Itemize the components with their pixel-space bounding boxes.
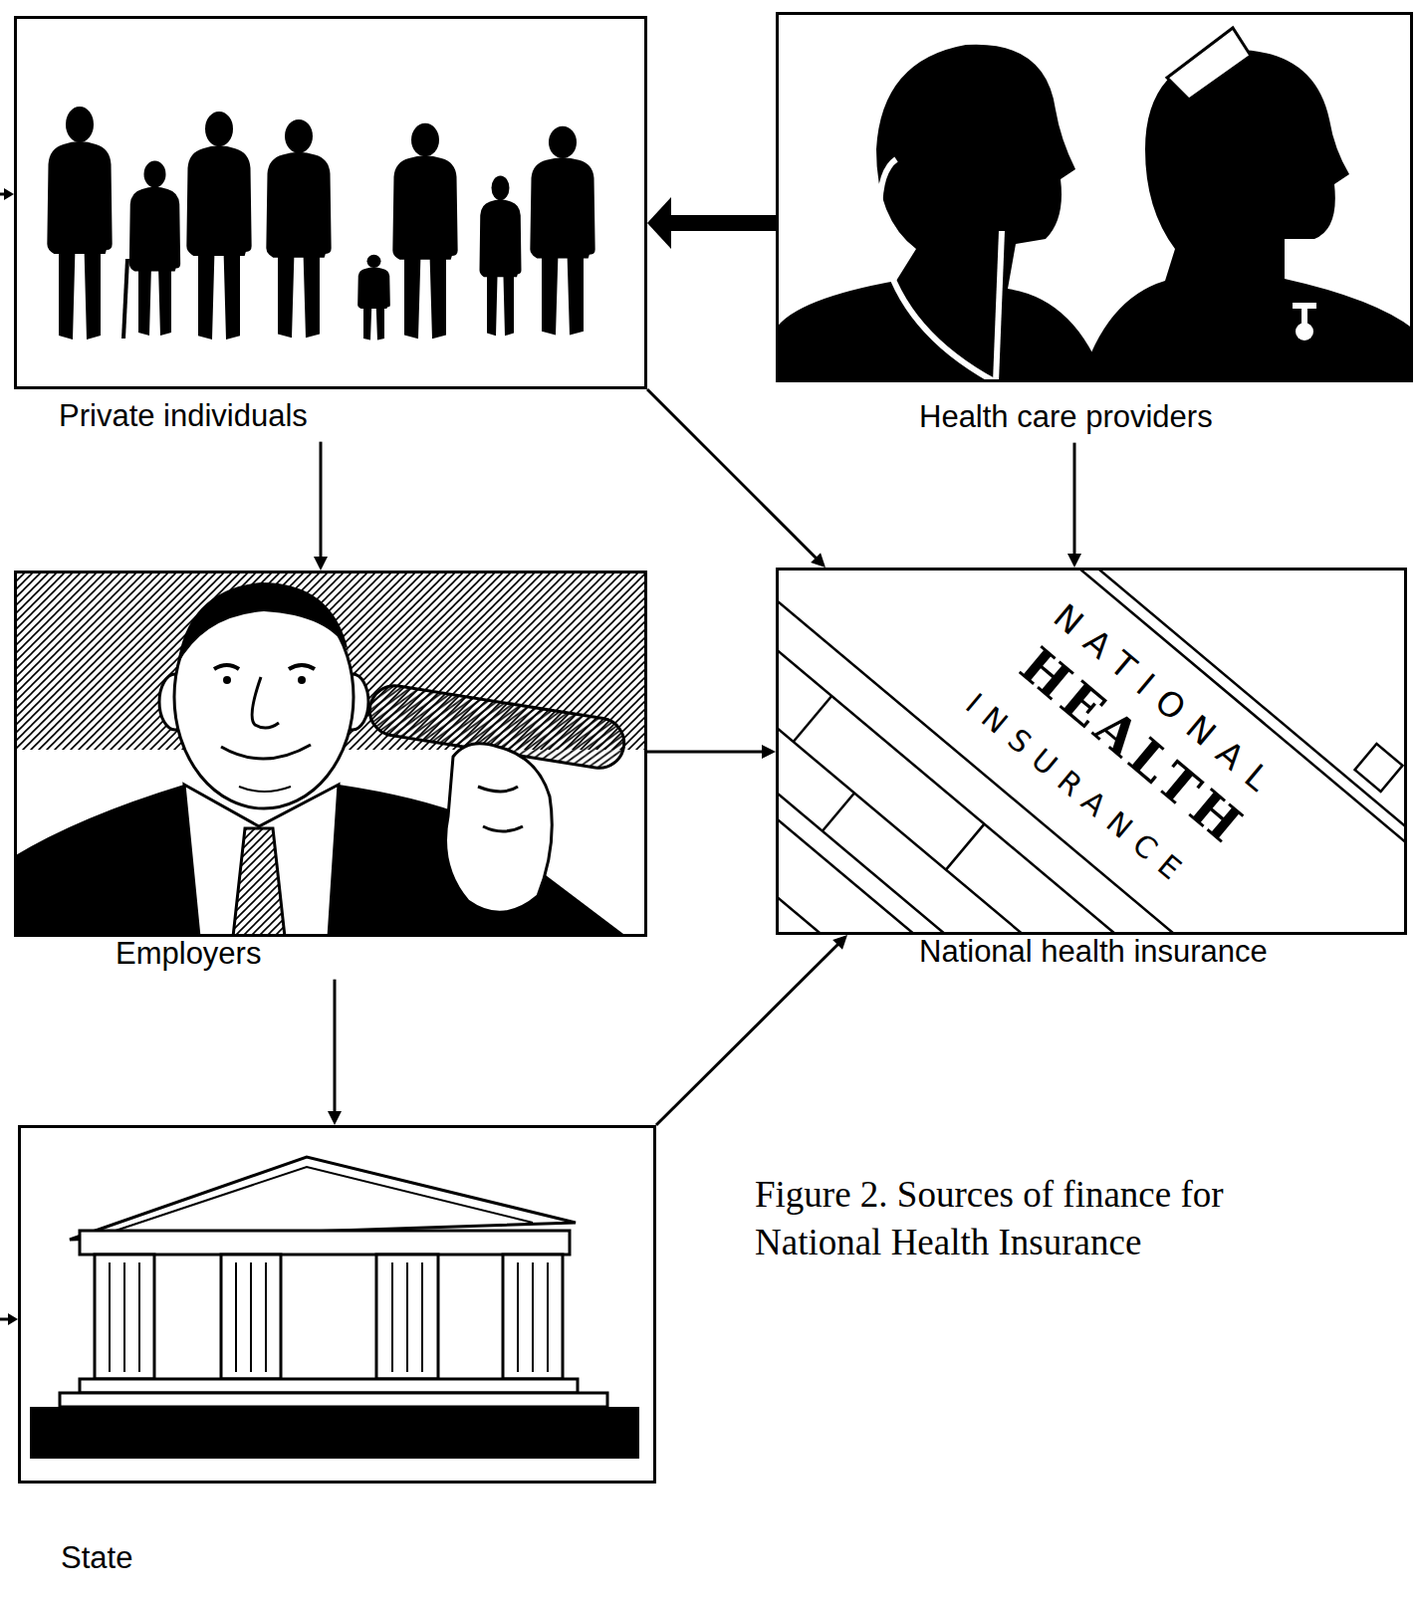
insurance-building-part — [778, 570, 1405, 933]
temple-drawing-part-part — [108, 1262, 111, 1373]
temple-drawing-part-part — [235, 1262, 237, 1373]
employer-drawing-part — [238, 786, 291, 792]
people-silhouettes-part — [186, 111, 251, 340]
temple-drawing-part — [69, 1157, 576, 1240]
flow-line — [669, 215, 776, 232]
temple-drawing-part — [59, 1393, 608, 1408]
employer-drawing-part — [233, 828, 285, 938]
people-silhouettes-part — [123, 258, 128, 339]
source-box: Private individuals — [13, 15, 648, 390]
arrow-head — [810, 552, 826, 568]
source-box: Employers — [13, 570, 648, 938]
temple-drawing-part — [79, 1230, 570, 1255]
insurance-building-part-part — [790, 570, 1405, 933]
employer-drawing-part — [221, 744, 311, 759]
employer-drawing — [13, 570, 648, 938]
people-silhouettes-part — [46, 106, 112, 340]
flow-line — [333, 979, 337, 1114]
people-silhouettes-part — [479, 175, 522, 336]
providers-silhouettes-part — [1167, 27, 1251, 100]
flow-line — [656, 943, 839, 1126]
employer-drawing-part — [251, 677, 279, 728]
employer-drawing-part — [477, 786, 523, 832]
node-label: National health insurance — [919, 934, 1268, 970]
temple-drawing-part — [109, 1167, 533, 1233]
employer-drawing-part — [177, 582, 349, 666]
temple-drawing-part-part — [421, 1262, 424, 1373]
flow-line — [319, 442, 323, 559]
node-label: State — [60, 1540, 133, 1577]
temple-drawing-part-part — [406, 1262, 409, 1373]
figure-caption: Figure 2. Sources of finance for Nationa… — [754, 1171, 1353, 1267]
flow-line — [647, 389, 818, 560]
insurance-building — [778, 570, 1405, 933]
edge-stub-part — [7, 1313, 18, 1326]
temple-drawing-part-part — [221, 1254, 281, 1380]
temple-drawing-part-part — [376, 1254, 439, 1380]
insurance-building-part-part — [778, 616, 1298, 933]
providers-silhouettes-part — [995, 231, 1002, 383]
people-silhouettes-part — [357, 254, 391, 341]
insurance-building-part-part — [793, 696, 833, 742]
providers-silhouettes-part — [879, 159, 996, 383]
temple-drawing-part — [79, 1379, 578, 1394]
temple-drawing-part-part — [531, 1262, 534, 1373]
temple-drawing-part-part — [123, 1262, 126, 1373]
flow-line — [647, 750, 764, 754]
insurance-building-part-part — [822, 792, 855, 831]
flow-arrow — [313, 442, 328, 571]
flow-arrow — [1067, 443, 1082, 568]
insurance-building-part-part — [1355, 743, 1404, 792]
temple-drawing — [29, 1157, 640, 1459]
people-silhouettes-part — [392, 123, 458, 339]
employer-drawing-part — [223, 676, 232, 685]
temple-drawing-part-part — [138, 1262, 141, 1373]
temple-drawing-part — [94, 1254, 563, 1380]
providers-silhouettes-part — [775, 44, 1106, 383]
edge-stub-part — [0, 1318, 9, 1322]
source-box: State — [17, 1125, 657, 1484]
insurance-building-part-part — [945, 824, 985, 871]
insurance-building-part-part — [778, 570, 1343, 933]
temple-drawing-part-part — [546, 1262, 549, 1373]
employer-drawing-part — [446, 743, 553, 914]
arrow-head — [761, 744, 776, 759]
people-silhouettes-part — [529, 126, 595, 336]
flow-arrow — [656, 935, 848, 1126]
insurance-building-part-part — [778, 570, 1405, 933]
node-label: Employers — [115, 936, 261, 972]
temple-drawing-part-part — [94, 1254, 155, 1380]
temple-drawing-part-part — [249, 1262, 252, 1373]
temple-drawing-part-part — [391, 1262, 394, 1373]
people-silhouettes-part — [129, 161, 181, 337]
insurance-building-part-part — [778, 570, 1382, 933]
temple-drawing-part-part — [264, 1262, 267, 1373]
node-label: Health care providers — [919, 399, 1213, 436]
arrow-head — [832, 935, 848, 950]
arrow-head — [327, 1111, 342, 1126]
flow-arrow — [647, 389, 826, 568]
flow-line — [1073, 443, 1077, 556]
flow-arrow — [647, 197, 776, 249]
employer-drawing-part — [214, 665, 315, 670]
providers-silhouettes — [775, 27, 1414, 383]
people-silhouettes — [46, 106, 595, 341]
employer-drawing-part — [297, 676, 306, 685]
providers-silhouettes-part — [1080, 49, 1414, 383]
arrow-head — [647, 197, 672, 249]
people-silhouettes-part — [265, 119, 331, 338]
temple-drawing-part — [109, 1262, 548, 1373]
temple-drawing-part — [29, 1407, 640, 1459]
flow-arrow — [327, 979, 342, 1126]
temple-drawing-part-part — [502, 1254, 563, 1380]
temple-drawing-part-part — [516, 1262, 519, 1373]
edge-stub-part — [3, 188, 14, 201]
flow-arrow — [647, 744, 776, 759]
providers-silhouettes-part — [1301, 302, 1308, 327]
source-box: Health care providers — [775, 11, 1414, 383]
arrow-head — [1067, 553, 1082, 568]
node-label: Private individuals — [58, 398, 308, 435]
arrow-head — [313, 556, 328, 571]
